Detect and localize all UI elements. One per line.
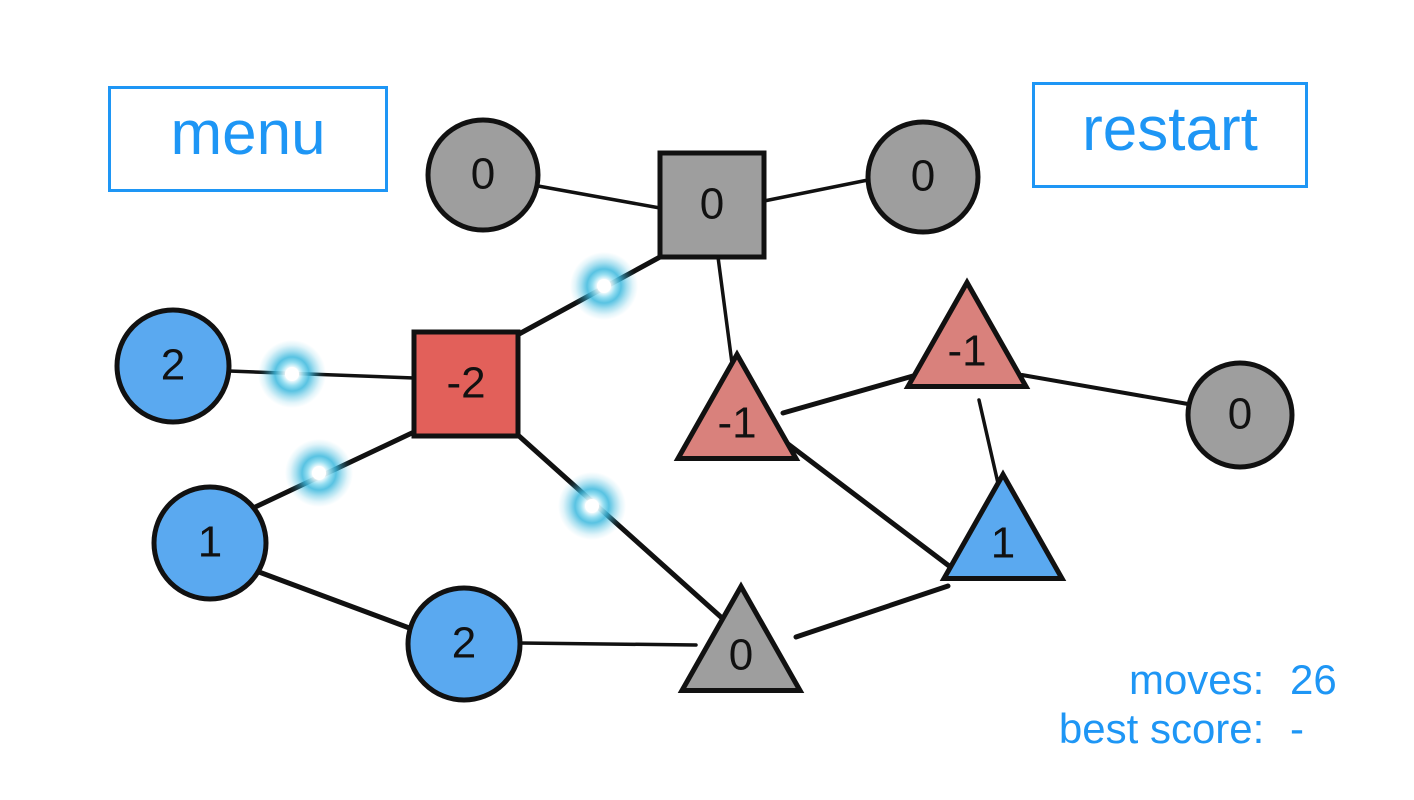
best-score-value: - <box>1290 705 1304 753</box>
node-circle[interactable] <box>1185 360 1295 470</box>
node-circle[interactable] <box>114 307 232 425</box>
graph-node-c-bot-2[interactable]: 2 <box>405 585 523 703</box>
graph-edge[interactable] <box>793 583 951 640</box>
glow-core-icon <box>585 499 599 513</box>
graph-edge[interactable] <box>536 184 662 210</box>
edge-marker-glow[interactable] <box>558 472 626 540</box>
node-triangle[interactable] <box>939 469 1067 581</box>
glow-core-icon <box>312 466 326 480</box>
graph-node-c-top-left[interactable]: 0 <box>425 117 541 233</box>
node-circle[interactable] <box>865 119 981 235</box>
moves-label: moves: <box>1128 655 1265 703</box>
restart-button[interactable]: restart <box>1032 82 1308 188</box>
menu-button[interactable]: menu <box>108 86 388 192</box>
glow-core-icon <box>285 367 299 381</box>
graph-edge[interactable] <box>762 178 870 203</box>
graph-edge[interactable] <box>780 373 916 416</box>
graph-edge[interactable] <box>785 441 968 581</box>
graph-node-c-left-2[interactable]: 2 <box>114 307 232 425</box>
graph-node-s-mid-neg2[interactable]: -2 <box>411 329 521 439</box>
score-panel: moves: 26 best score: - <box>1059 655 1356 754</box>
graph-node-t-bot-0[interactable]: 0 <box>677 581 805 693</box>
graph-node-t-right-neg1[interactable]: -1 <box>903 277 1031 389</box>
node-square[interactable] <box>657 150 767 260</box>
node-triangle[interactable] <box>673 349 801 461</box>
node-circle[interactable] <box>151 484 269 602</box>
node-circle[interactable] <box>405 585 523 703</box>
edge-marker-glow[interactable] <box>570 252 638 320</box>
node-triangle[interactable] <box>677 581 805 693</box>
graph-edge[interactable] <box>516 433 725 621</box>
graph-node-t-blue-1[interactable]: 1 <box>939 469 1067 581</box>
edge-marker-glow[interactable] <box>285 439 353 507</box>
edge-marker-glow[interactable] <box>258 340 326 408</box>
graph-node-t-mid-neg1[interactable]: -1 <box>673 349 801 461</box>
best-score-row: best score: - <box>1059 704 1356 754</box>
graph-edge[interactable] <box>1020 373 1190 406</box>
edge-markers-layer <box>258 252 638 540</box>
graph-node-c-right-0[interactable]: 0 <box>1185 360 1295 470</box>
graph-node-c-left-1[interactable]: 1 <box>151 484 269 602</box>
moves-value: 26 <box>1290 655 1337 703</box>
best-score-label: best score: <box>1058 705 1265 753</box>
node-square[interactable] <box>411 329 521 439</box>
graph-edge[interactable] <box>518 641 698 647</box>
graph-edge[interactable] <box>256 569 415 632</box>
glow-core-icon <box>597 279 611 293</box>
node-circle[interactable] <box>425 117 541 233</box>
graph-node-c-top-right[interactable]: 0 <box>865 119 981 235</box>
graph-node-s-top-mid[interactable]: 0 <box>657 150 767 260</box>
graph-edge[interactable] <box>977 398 1002 494</box>
node-triangle[interactable] <box>903 277 1031 389</box>
moves-row: moves: 26 <box>1059 655 1356 705</box>
